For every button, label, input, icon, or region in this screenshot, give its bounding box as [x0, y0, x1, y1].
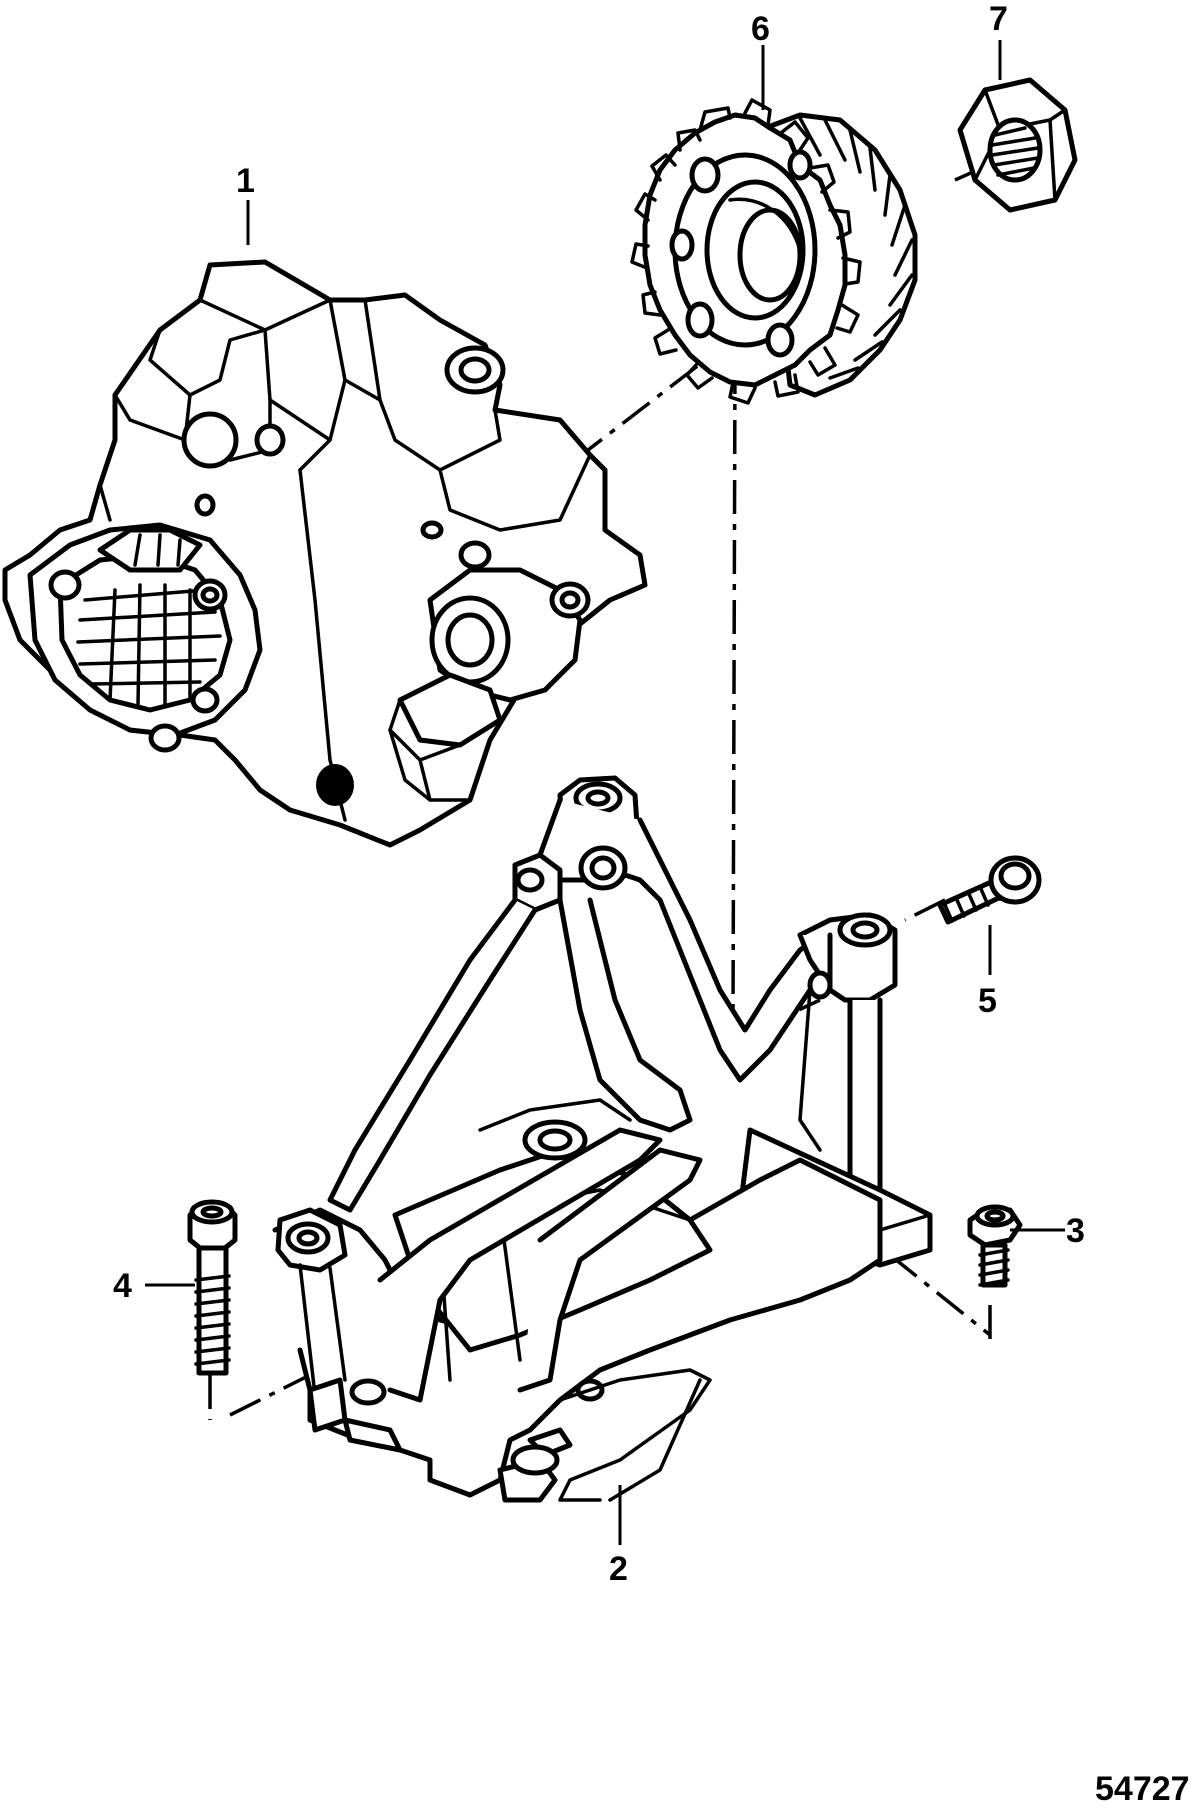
callout-6: 6 [751, 10, 770, 48]
figure-number: 54727 [1095, 1770, 1190, 1808]
callout-1: 1 [236, 162, 255, 200]
callout-3: 3 [1066, 1212, 1085, 1250]
callout-7: 7 [989, 0, 1008, 38]
nut-part-7 [957, 77, 1078, 213]
fuel-pump-part-1 [2, 259, 648, 848]
callout-5: 5 [978, 982, 997, 1020]
gear-part-6 [630, 98, 918, 405]
callout-labels: 1 2 3 4 5 6 7 [113, 0, 1085, 1588]
callout-4: 4 [113, 1267, 132, 1305]
bolt-part-5 [937, 855, 1042, 925]
leader-lines [145, 40, 1065, 1545]
callout-2: 2 [609, 1550, 628, 1588]
bolt-part-3 [967, 1204, 1023, 1288]
mounting-bracket-part-2 [272, 775, 933, 1503]
bolt-part-4 [187, 1199, 238, 1376]
